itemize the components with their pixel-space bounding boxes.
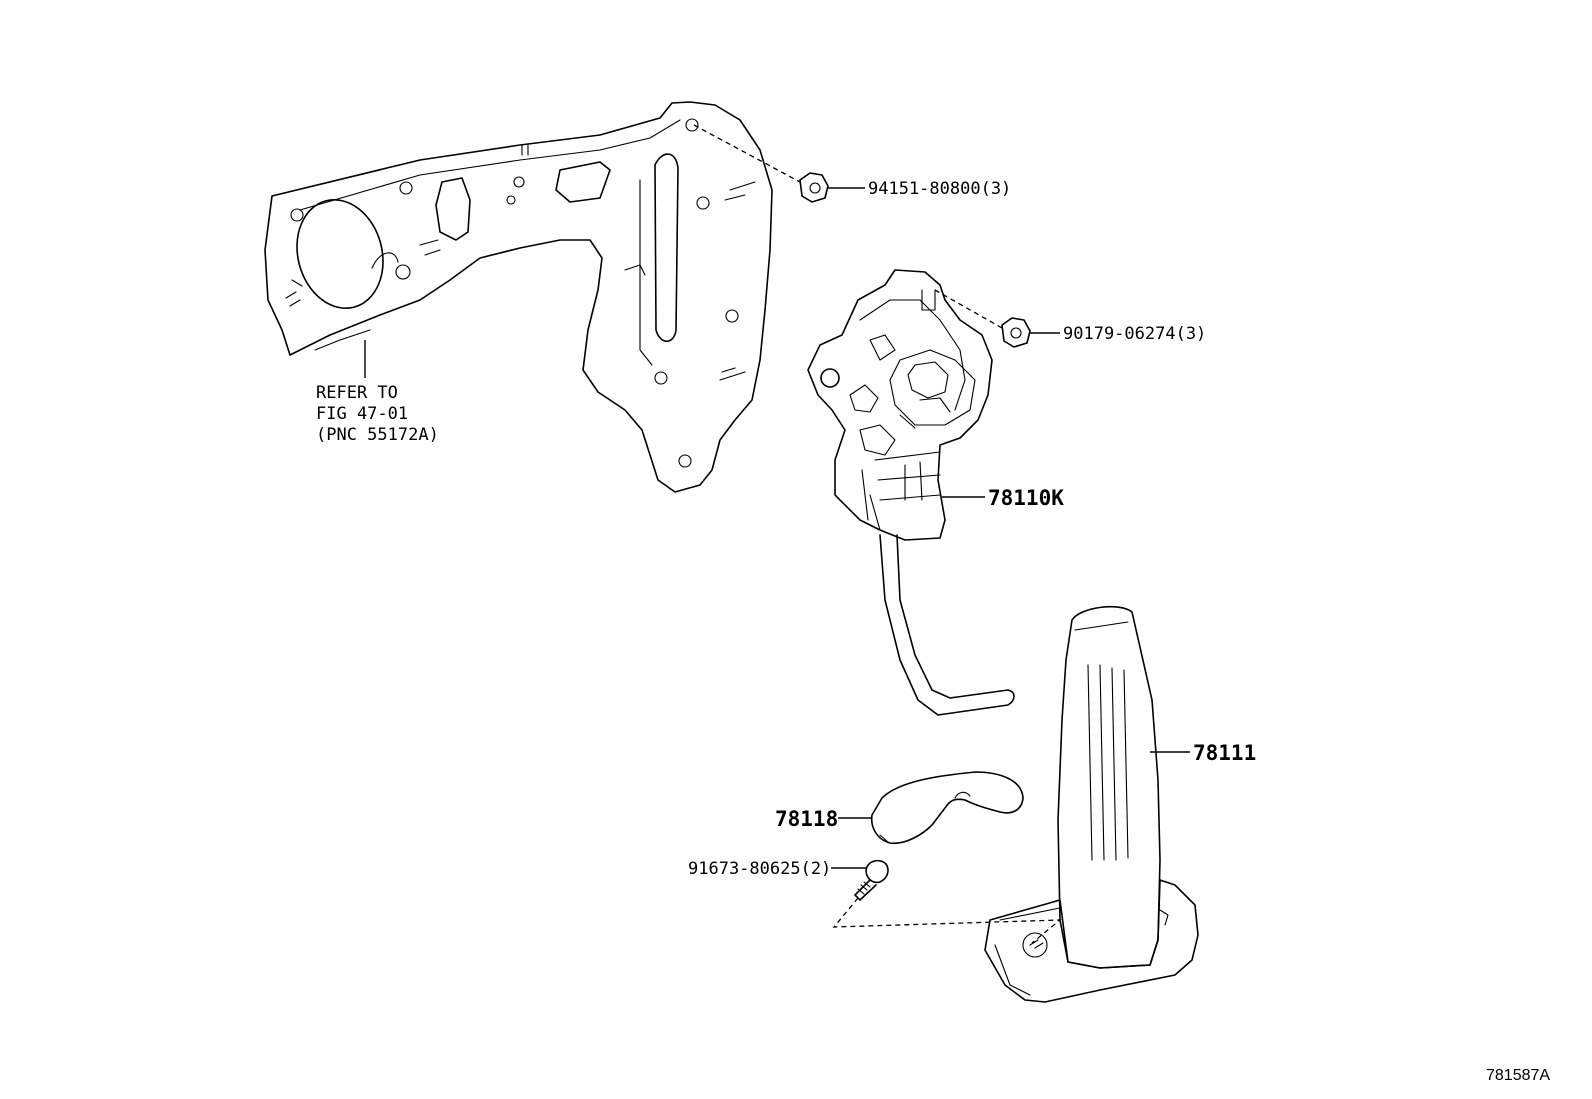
callout-pedal-pad: 78111 [1193, 741, 1256, 765]
callout-bolt: 91673-80625(2) [688, 859, 831, 879]
bolt-91673 [854, 859, 889, 901]
pedal-bracket-cover [870, 771, 1024, 845]
refer-note-line3: (PNC 55172A) [316, 425, 439, 445]
nut-90179 [1001, 317, 1031, 348]
nut-94151 [799, 172, 829, 203]
pedal-pad [984, 605, 1199, 1003]
callout-pedal-assembly: 78110K [988, 486, 1064, 510]
refer-note-line1: REFER TO [316, 383, 398, 403]
callout-nut-mid: 90179-06274(3) [1063, 324, 1206, 344]
diagram-code: 781587A [1486, 1067, 1550, 1084]
callout-bracket-cover: 78118 [775, 807, 838, 831]
pedal-mounting-bracket [264, 101, 773, 493]
refer-note-line2: FIG 47-01 [316, 404, 408, 424]
accelerator-pedal-assembly [807, 269, 1015, 716]
callout-nut-top: 94151-80800(3) [868, 179, 1011, 199]
